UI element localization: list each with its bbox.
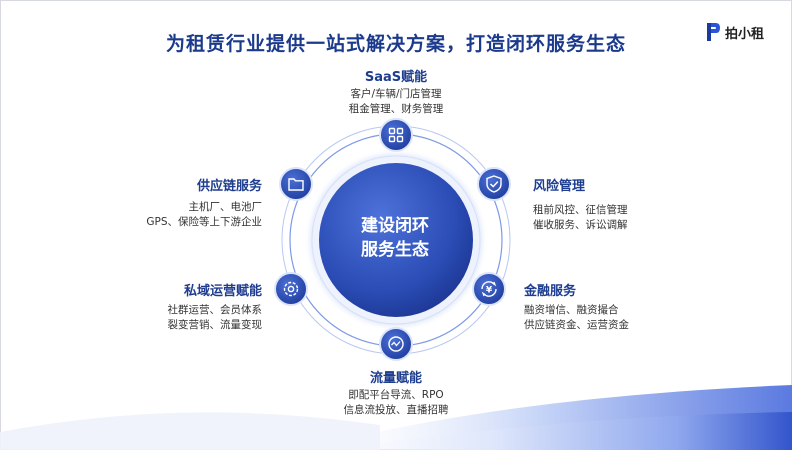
logo-text: 拍小租 <box>725 26 765 42</box>
node-supply-desc: 主机厂、电池厂 GPS、保险等上下游企业 <box>90 200 262 230</box>
node-finance-line-2: 供应链资金、运营资金 <box>524 319 629 331</box>
node-risk-line-2: 催收服务、诉讼调解 <box>533 219 628 231</box>
node-risk-line-1: 租前风控、征信管理 <box>533 204 628 216</box>
node-private-line-1: 社群运营、会员体系 <box>167 304 263 316</box>
center-line-2: 服务生态 <box>361 240 429 260</box>
shield-check-icon <box>477 167 511 201</box>
center-label: 建设闭环 服务生态 <box>320 214 470 262</box>
node-finance-title: 金融服务 <box>524 284 577 299</box>
node-supply-line-1: 主机厂、电池厂 <box>188 201 263 213</box>
brand-logo: 拍小租 <box>705 21 764 43</box>
node-supply-title: 供应链服务 <box>196 179 262 194</box>
node-saas-line-1: 客户/车辆/门店管理 <box>350 88 442 100</box>
folder-icon <box>279 167 313 201</box>
node-traffic-line-1: 即配平台导流、RPO <box>348 389 444 401</box>
gear-icon <box>274 272 308 306</box>
node-private-desc: 社群运营、会员体系 裂变营销、流量变现 <box>100 303 263 333</box>
node-traffic-line-2: 信息流投放、直播招聘 <box>343 404 449 416</box>
svg-text:¥: ¥ <box>486 286 493 296</box>
node-risk-desc: 租前风控、征信管理 催收服务、诉讼调解 <box>533 203 628 233</box>
node-finance-line-1: 融资增信、融资撮合 <box>524 304 619 316</box>
node-traffic-title: 流量赋能 <box>369 371 422 386</box>
node-saas-desc: 客户/车辆/门店管理 租金管理、财务管理 <box>316 87 476 117</box>
node-private-line-2: 裂变营销、流量变现 <box>167 319 263 331</box>
node-finance-desc: 融资增信、融资撮合 供应链资金、运营资金 <box>524 303 629 333</box>
node-supply-line-2: GPS、保险等上下游企业 <box>146 216 262 228</box>
yen-cycle-icon: ¥ <box>472 272 506 306</box>
node-saas-title: SaaS赋能 <box>364 70 428 85</box>
bottom-wave-front <box>330 412 792 450</box>
p-logo-icon <box>705 22 721 42</box>
node-private-title: 私域运营赋能 <box>183 284 262 299</box>
center-line-1: 建设闭环 <box>361 216 429 236</box>
node-traffic-desc: 即配平台导流、RPO 信息流投放、直播招聘 <box>306 388 486 418</box>
pulse-icon <box>379 327 413 361</box>
bottom-wave-left <box>0 412 380 450</box>
node-saas-line-2: 租金管理、财务管理 <box>348 103 444 115</box>
page-title: 为租赁行业提供一站式解决方案，打造闭环服务生态 <box>165 33 626 55</box>
node-risk-title: 风险管理 <box>533 179 586 194</box>
center-circle <box>319 163 473 317</box>
grid-icon <box>379 118 413 152</box>
